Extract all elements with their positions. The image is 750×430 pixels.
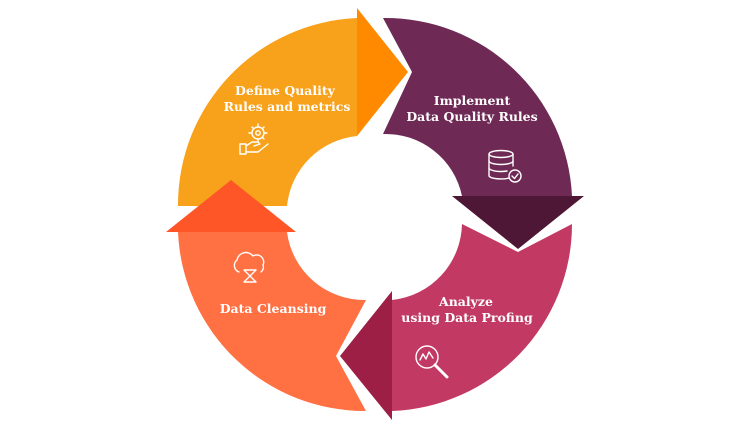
segment-define-quality-band [177,18,357,206]
label-analyze-line2: using Data Profing [401,310,533,325]
segment-define-quality [177,8,408,206]
gear-hand-icon [239,123,269,155]
label-implement-line1: Implement [434,93,511,108]
label-analyze-line1: Analyze [438,294,493,309]
magnifier-chart-icon [415,345,449,379]
label-define-line1: Define Quality [235,83,336,98]
segment-implement-band [383,17,572,197]
segment-analyze-arrowhead [340,291,392,420]
segment-analyze-band [392,224,573,411]
cloud-hourglass-icon [233,251,265,283]
segment-analyze [340,224,573,420]
segment-implement-arrowhead [452,196,584,249]
segment-data-cleansing-band [178,232,366,412]
label-cleansing-line1: Data Cleansing [220,301,327,316]
segment-data-cleansing-arrowhead [166,180,296,232]
segment-define-quality-arrowhead [357,8,408,136]
label-define-line2: Rules and metrics [224,99,351,114]
segment-data-cleansing [166,180,366,412]
label-implement-line2: Data Quality Rules [406,109,537,124]
database-check-icon [488,149,522,183]
segment-implement [383,17,584,249]
